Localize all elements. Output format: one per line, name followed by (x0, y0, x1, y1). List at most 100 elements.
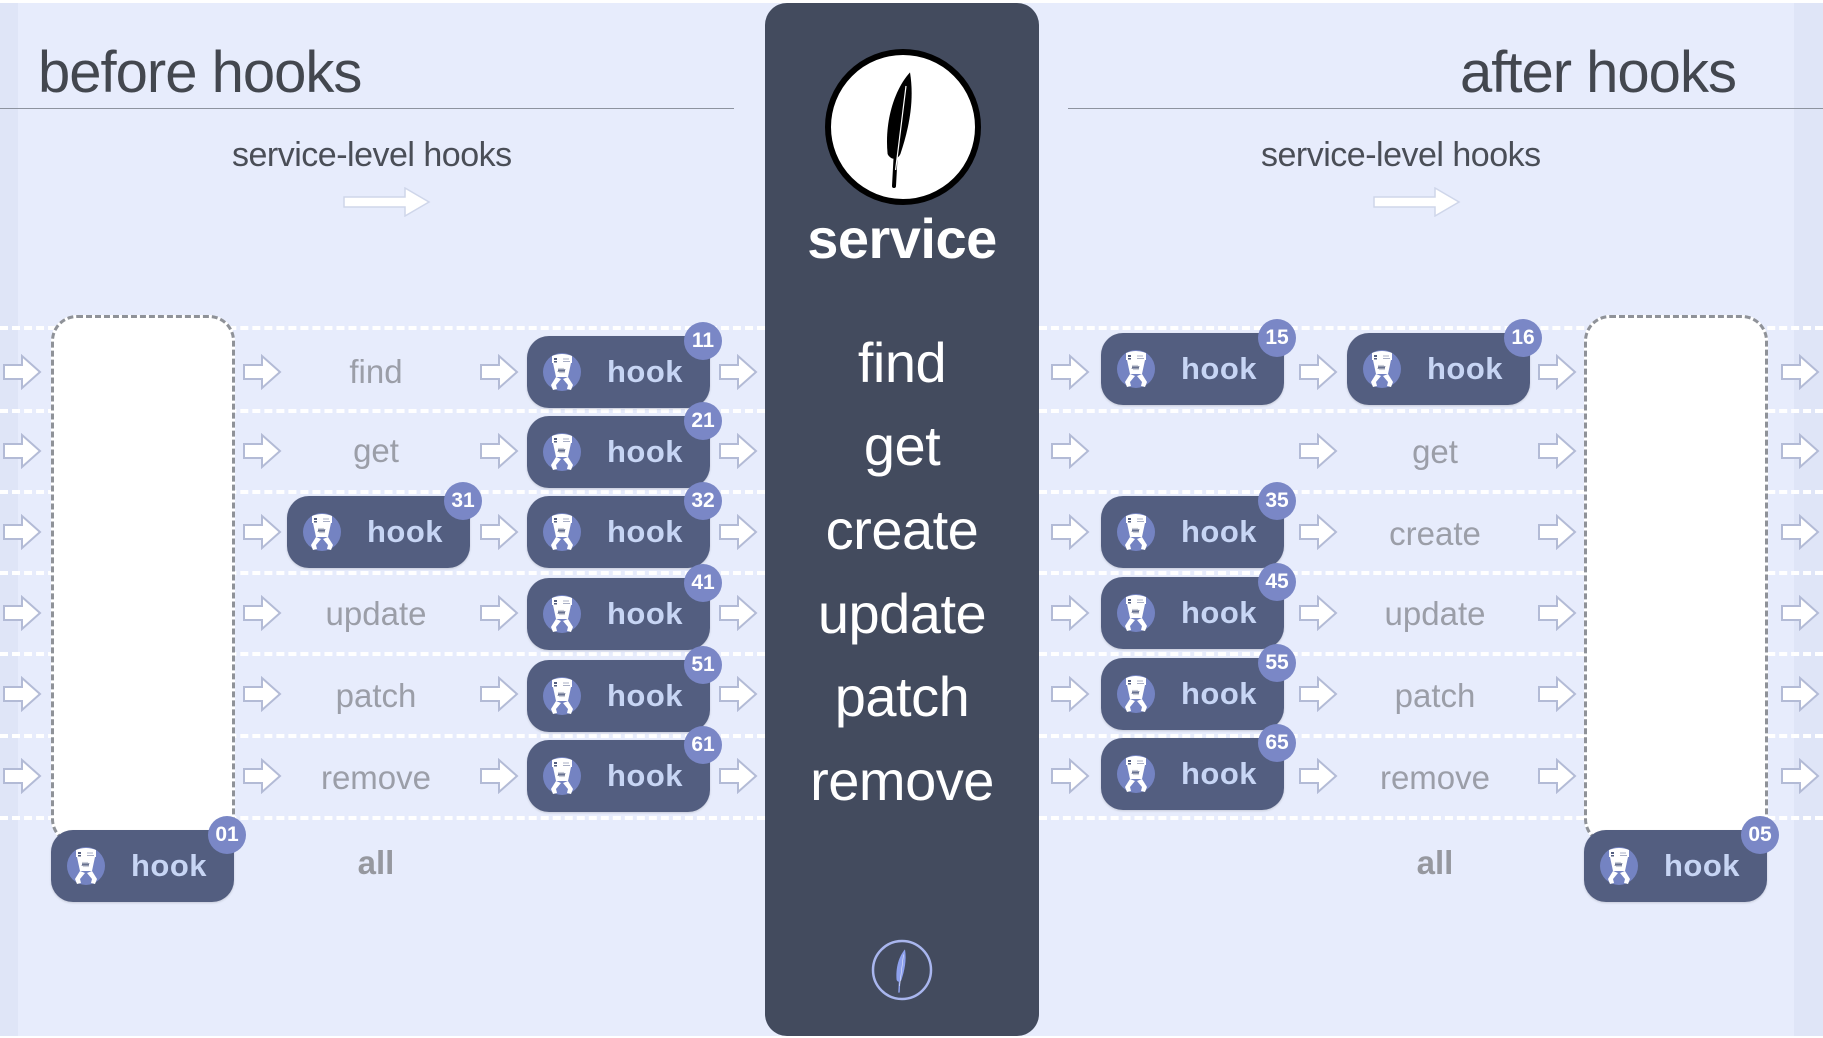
arrow-right-icon (718, 676, 758, 712)
robot-claw-icon (1115, 673, 1157, 715)
hook-32[interactable]: hook 32 (527, 482, 722, 568)
arrow-right-icon (2, 595, 42, 631)
arrow-right-icon (242, 758, 282, 794)
before-method-remove: remove (320, 759, 432, 796)
before-method-update: update (325, 595, 427, 632)
arrow-right-icon (1050, 433, 1090, 469)
row-separator (1039, 571, 1823, 575)
robot-claw-icon (65, 845, 107, 887)
hook-55[interactable]: hook 55 (1101, 644, 1296, 730)
row-separator (0, 734, 765, 738)
hook-badge: 35 (1258, 482, 1296, 520)
hook-05[interactable]: hook 05 (1584, 816, 1779, 902)
hook-51[interactable]: hook 51 (527, 646, 722, 732)
arrow-right-icon (1780, 758, 1820, 794)
robot-claw-icon (1115, 348, 1157, 390)
hook-label: hook (367, 514, 444, 549)
service-title: service (807, 207, 997, 270)
hook-label: hook (1181, 756, 1258, 791)
hook-badge: 16 (1504, 319, 1542, 357)
service-method-update: update (817, 582, 987, 645)
before-app-hooks-slot (51, 315, 235, 845)
after-method-create: create (1389, 515, 1481, 552)
service-method-get: get (863, 414, 941, 477)
robot-claw-icon (541, 755, 583, 797)
arrow-right-icon (718, 514, 758, 550)
after-method-remove: remove (1379, 759, 1491, 796)
hook-label: hook (607, 354, 684, 389)
arrow-right-icon (479, 676, 519, 712)
hook-41[interactable]: hook 41 (527, 564, 722, 650)
hook-11[interactable]: hook 11 (527, 322, 722, 408)
arrow-right-icon (1537, 354, 1577, 390)
service-method-create: create (825, 498, 979, 561)
arrow-right-icon (1780, 354, 1820, 390)
arrow-right-icon (1537, 595, 1577, 631)
row-separator (0, 652, 765, 656)
hook-badge: 41 (684, 564, 722, 602)
row-separator (0, 409, 765, 413)
arrow-right-icon (479, 433, 519, 469)
arrow-right-icon (718, 354, 758, 390)
hook-label: hook (607, 514, 684, 549)
hook-label: hook (607, 678, 684, 713)
hook-badge: 15 (1258, 319, 1296, 357)
arrow-right-icon (2, 354, 42, 390)
robot-claw-icon (541, 351, 583, 393)
arrow-right-icon (1298, 514, 1338, 550)
arrow-right-icon (1050, 758, 1090, 794)
row-separator (0, 326, 765, 330)
row-separator (0, 816, 765, 820)
arrow-right-icon (1298, 595, 1338, 631)
after-method-update: update (1384, 595, 1486, 632)
arrow-right-icon (479, 758, 519, 794)
arrow-right-icon (1298, 354, 1338, 390)
arrow-right-icon (1298, 676, 1338, 712)
hook-label: hook (607, 434, 684, 469)
hook-label: hook (1181, 514, 1258, 549)
robot-claw-icon (541, 675, 583, 717)
before-method-patch: patch (335, 677, 417, 714)
hook-badge: 55 (1258, 644, 1296, 682)
hook-01[interactable]: hook 01 (51, 816, 246, 902)
before-method-get: get (353, 432, 399, 469)
hook-badge: 65 (1258, 724, 1296, 762)
after-method-patch: patch (1394, 677, 1476, 714)
hook-15[interactable]: hook 15 (1101, 319, 1296, 405)
before-direction-arrow-icon (343, 187, 431, 217)
hook-45[interactable]: hook 45 (1101, 563, 1296, 649)
hook-65[interactable]: hook 65 (1101, 724, 1296, 810)
arrow-right-icon (1050, 676, 1090, 712)
hook-badge: 05 (1741, 816, 1779, 854)
hook-35[interactable]: hook 35 (1101, 482, 1296, 568)
after-method-get: get (1412, 433, 1458, 470)
hook-16[interactable]: hook 16 (1347, 319, 1542, 405)
hook-badge: 32 (684, 482, 722, 520)
arrow-right-icon (242, 595, 282, 631)
row-separator (1039, 490, 1823, 494)
arrow-right-icon (242, 676, 282, 712)
robot-claw-icon (301, 511, 343, 553)
before-hooks-title: before hooks (38, 40, 362, 105)
hook-31[interactable]: hook 31 (287, 482, 482, 568)
robot-claw-icon (1115, 592, 1157, 634)
hook-61[interactable]: hook 61 (527, 726, 722, 812)
arrow-right-icon (1780, 595, 1820, 631)
after-direction-arrow-icon (1373, 187, 1461, 217)
right-edge-strip (1794, 3, 1823, 1036)
before-service-level-hooks-label: service-level hooks (232, 136, 512, 174)
before-divider (0, 108, 734, 109)
service-method-find: find (857, 331, 947, 394)
robot-claw-icon (1598, 845, 1640, 887)
service-panel: service find get create update patch rem… (765, 3, 1039, 1036)
hook-label: hook (1181, 595, 1258, 630)
hook-badge: 11 (684, 322, 722, 360)
arrow-right-icon (242, 433, 282, 469)
arrow-right-icon (718, 433, 758, 469)
hook-badge: 21 (684, 402, 722, 440)
hook-badge: 61 (684, 726, 722, 764)
robot-claw-icon (1115, 511, 1157, 553)
hook-label: hook (1427, 351, 1504, 386)
arrow-right-icon (1780, 433, 1820, 469)
hook-21[interactable]: hook 21 (527, 402, 722, 488)
